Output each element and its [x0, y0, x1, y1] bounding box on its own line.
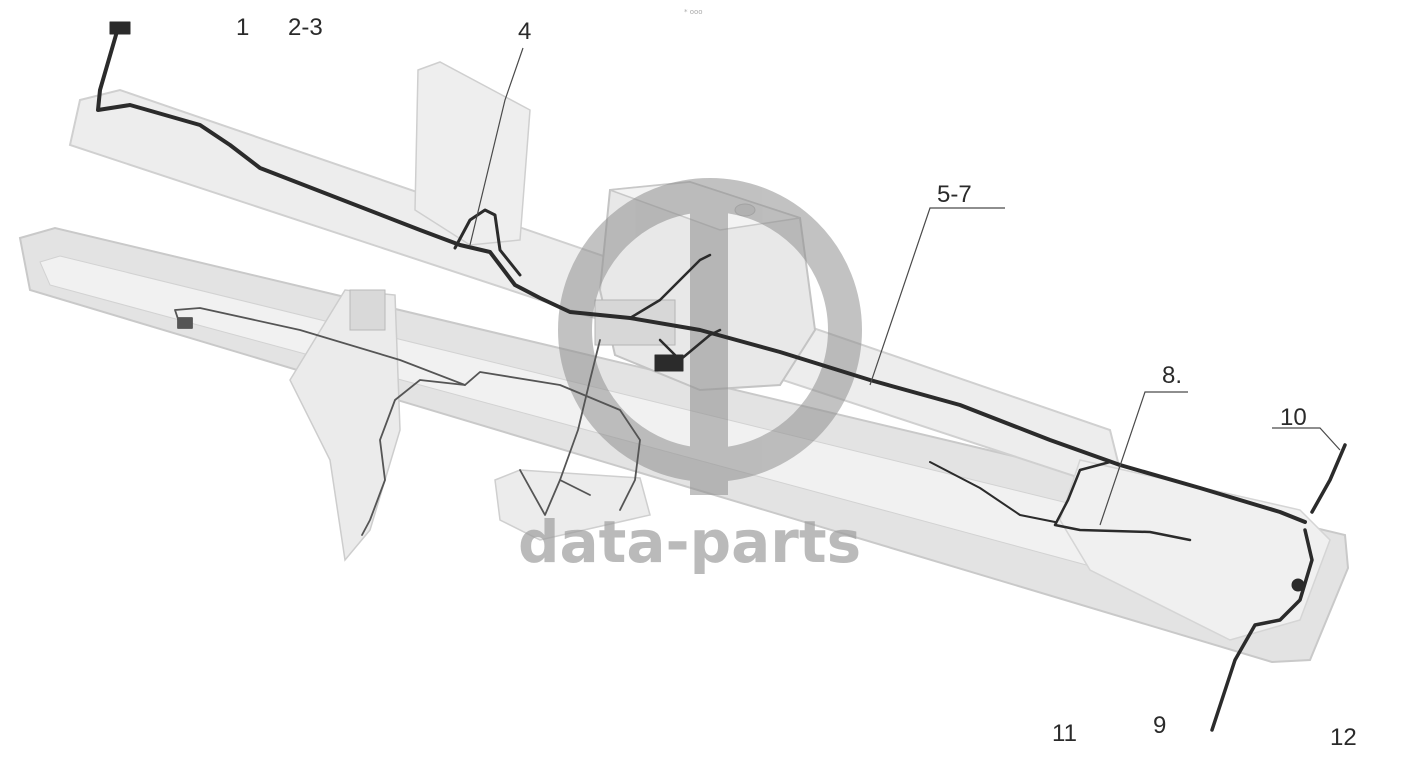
connector-rear — [1291, 578, 1305, 592]
harness-left-branch — [929, 461, 1056, 523]
callout-9: 9 — [1153, 712, 1167, 739]
watermark-text: data-parts — [518, 508, 861, 576]
connector-top — [109, 21, 131, 35]
thin-wire-connector — [177, 317, 193, 329]
harness-tail-down — [1210, 528, 1314, 732]
leader-5-7 — [869, 207, 1005, 386]
upper-bracket — [414, 61, 531, 246]
main-harness-line — [96, 26, 1307, 524]
harness-tail-up — [1310, 443, 1347, 514]
callout-11: 11 — [1052, 720, 1077, 747]
leader-10 — [1272, 427, 1341, 451]
callout-1: 1 — [236, 14, 250, 41]
thin-wire-drop-2 — [559, 479, 591, 496]
thin-wires — [174, 307, 641, 536]
callout-10: 10 — [1280, 404, 1307, 431]
thin-wire-bracket — [361, 379, 466, 536]
callout-8: 8. — [1162, 362, 1183, 389]
leader-4 — [469, 47, 524, 246]
harness-tank-lower — [658, 328, 722, 362]
tiny-mark: * ooo — [684, 8, 703, 16]
watermark-logo — [558, 178, 862, 495]
callout-5-7: 5-7 — [937, 181, 972, 208]
thin-wire-front — [174, 307, 641, 511]
callout-12: 12 — [1330, 724, 1357, 751]
watermark-stem — [690, 195, 728, 495]
brackets — [289, 61, 531, 562]
thin-wire-drop — [519, 339, 601, 516]
callout-4: 4 — [518, 18, 532, 45]
leader-8 — [1099, 391, 1188, 526]
bracket-block — [349, 289, 386, 331]
connector-tank — [654, 354, 684, 372]
main-harness — [96, 21, 1347, 732]
harness-rear-branch — [1053, 460, 1192, 542]
harness-tank-branch — [628, 253, 712, 320]
harness-branch-4 — [453, 208, 522, 277]
leader-lines — [469, 47, 1341, 526]
callout-2-3: 2-3 — [288, 14, 323, 41]
